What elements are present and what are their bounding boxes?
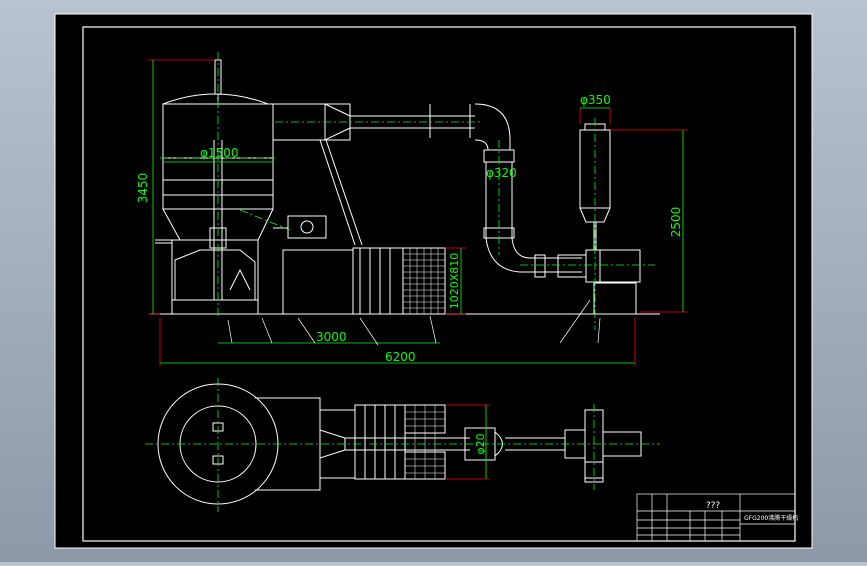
title-block-title: ??? [706, 501, 721, 511]
dim-tank-diameter: φ1500 [200, 146, 238, 160]
title-block-drawing-name: GFG200沸腾干燥机 [744, 514, 798, 522]
dim-length-short: 3000 [316, 330, 347, 344]
dim-pipe-diameter: φ320 [486, 166, 517, 180]
dim-fan-diameter: φ350 [580, 93, 611, 107]
dim-height-total: 3450 [136, 173, 150, 204]
heater-mesh [403, 248, 445, 314]
plan-mesh [405, 405, 445, 479]
dimension-lines [152, 60, 684, 364]
dim-length-total: 6200 [385, 350, 416, 364]
extension-lines [148, 59, 688, 366]
plan-view [157, 383, 642, 505]
plan-dimension [445, 404, 490, 480]
dim-heater-size: 1020X810 [448, 253, 461, 310]
title-block [636, 493, 796, 542]
dim-fan-height: 2500 [669, 207, 683, 238]
leader-lines [227, 299, 601, 346]
center-lines [160, 52, 655, 330]
plan-center-lines [145, 378, 660, 512]
sheet-outer-border [54, 13, 813, 549]
elevation-view [150, 59, 660, 315]
dim-plan-pipe: φ20 [474, 433, 487, 454]
sheet-inner-border [82, 26, 796, 542]
